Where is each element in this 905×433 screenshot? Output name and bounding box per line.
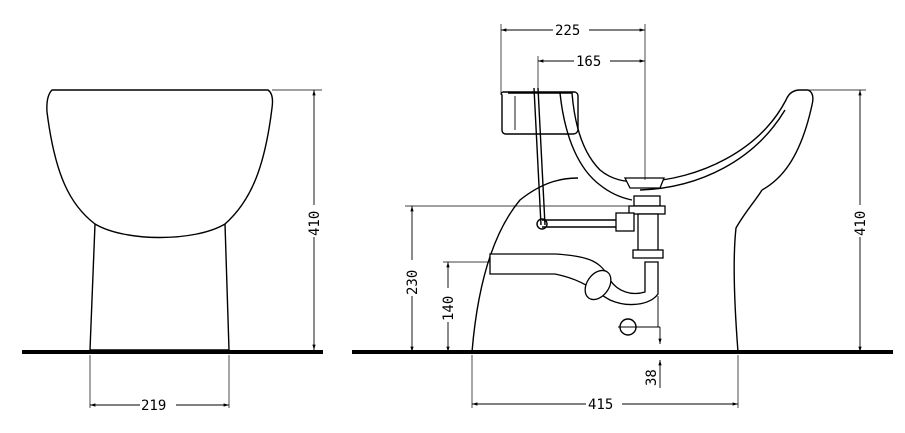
side-pedestal-back [733, 189, 763, 353]
front-view: 410 219 [22, 89, 323, 414]
side-pedestal-outline [471, 177, 579, 353]
side-rear-block [500, 91, 579, 135]
side-38-label: 38 [644, 369, 660, 386]
side-lever-rod-2 [537, 87, 546, 226]
side-trap-bend-ring [584, 269, 612, 301]
side-230-label: 230 [405, 270, 421, 295]
side-415-label-bg [586, 395, 622, 413]
side-lever-rod [533, 87, 542, 226]
side-410-label-bg [852, 205, 868, 237]
side-415-label: 415 [588, 397, 613, 413]
side-drain-pipe [489, 253, 659, 306]
side-trap-nut-lower [632, 249, 664, 259]
side-view: 225 165 410 230 140 38 415 [352, 21, 893, 413]
front-width-label-bg [140, 396, 176, 414]
side-410-label: 410 [853, 211, 869, 236]
side-trap-valve-body [633, 195, 661, 207]
side-225-label: 225 [555, 23, 580, 39]
side-trap-valve-stem [615, 212, 635, 232]
front-height-label-bg [306, 205, 322, 237]
front-bowl-outline [46, 89, 274, 239]
side-outlet-flange [623, 177, 665, 189]
side-225-label-bg [553, 21, 589, 39]
side-bowl-inner [559, 92, 633, 201]
side-lever-joint [536, 218, 548, 230]
side-165-label-bg [574, 52, 610, 70]
side-bowl-rim-curve [639, 109, 786, 191]
front-width-label: 219 [141, 398, 166, 414]
front-pedestal-outline [89, 223, 230, 351]
side-140-label-bg [440, 288, 456, 322]
side-230-label-bg [404, 260, 420, 296]
front-height-label: 410 [307, 211, 323, 236]
side-trap-vertical-pipe [637, 213, 659, 253]
side-165-label: 165 [576, 54, 601, 70]
side-bowl-outer [508, 89, 814, 191]
side-140-label: 140 [441, 296, 457, 321]
